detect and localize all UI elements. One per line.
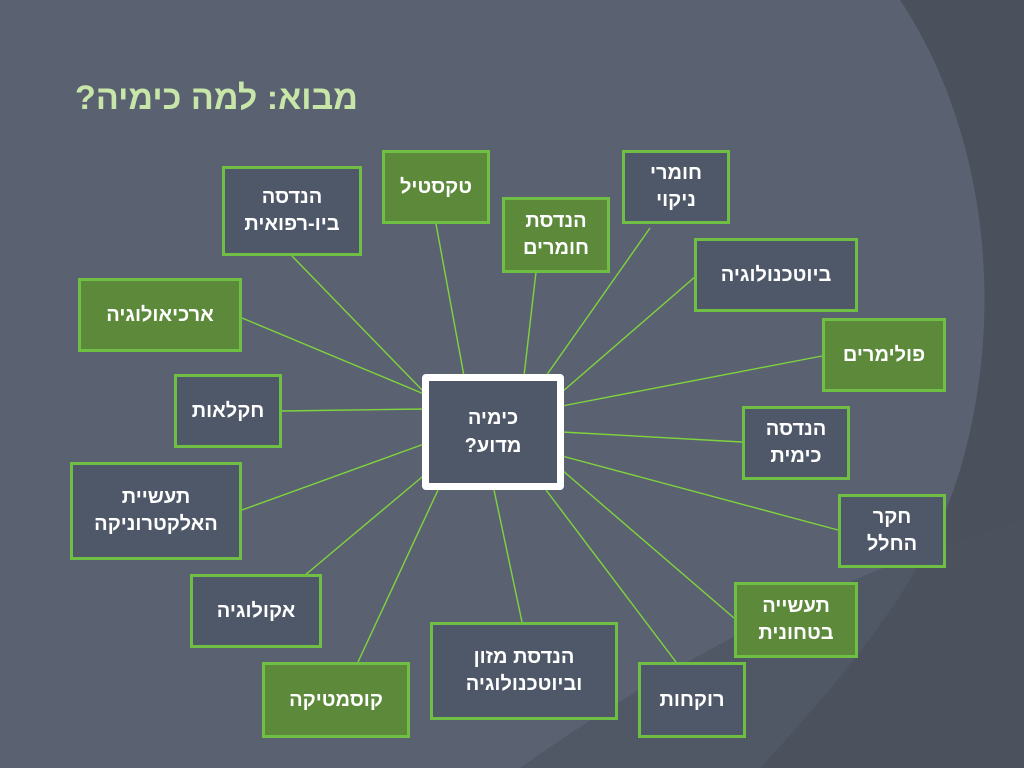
node-archaeology: ארכיאולוגיה	[78, 278, 242, 352]
center-node-label: כימיה מדוע?	[464, 407, 522, 457]
node-chemical-engineering: הנדסה כימית	[742, 406, 850, 480]
node-defense-industry: תעשייה בטחונית	[734, 582, 858, 658]
node-biotechnology: ביוטכנולוגיה	[694, 238, 858, 312]
node-ecology: אקולוגיה	[190, 574, 322, 648]
node-polymers: פולימרים	[822, 318, 946, 392]
node-pharmacy: רוקחות	[638, 662, 746, 738]
node-materials-engineering: הנדסת חומרים	[502, 197, 610, 273]
node-agriculture: חקלאות	[174, 374, 282, 448]
node-textile: טקסטיל	[382, 150, 490, 224]
page-title: מבוא: למה כימיה?	[75, 79, 358, 117]
node-cosmetics: קוסמטיקה	[262, 662, 410, 738]
node-electronics-industry: תעשיית האלקטרוניקה	[70, 462, 242, 560]
node-space-research: חקר החלל	[838, 494, 946, 568]
center-node: כימיה מדוע?	[422, 374, 564, 490]
node-food-engineering: הנדסת מזון וביוטכנולוגיה	[430, 622, 618, 720]
node-cleaning-materials: חומרי ניקוי	[622, 150, 730, 224]
node-biomedical-engineering: הנדסה ביו-רפואית	[222, 166, 362, 256]
